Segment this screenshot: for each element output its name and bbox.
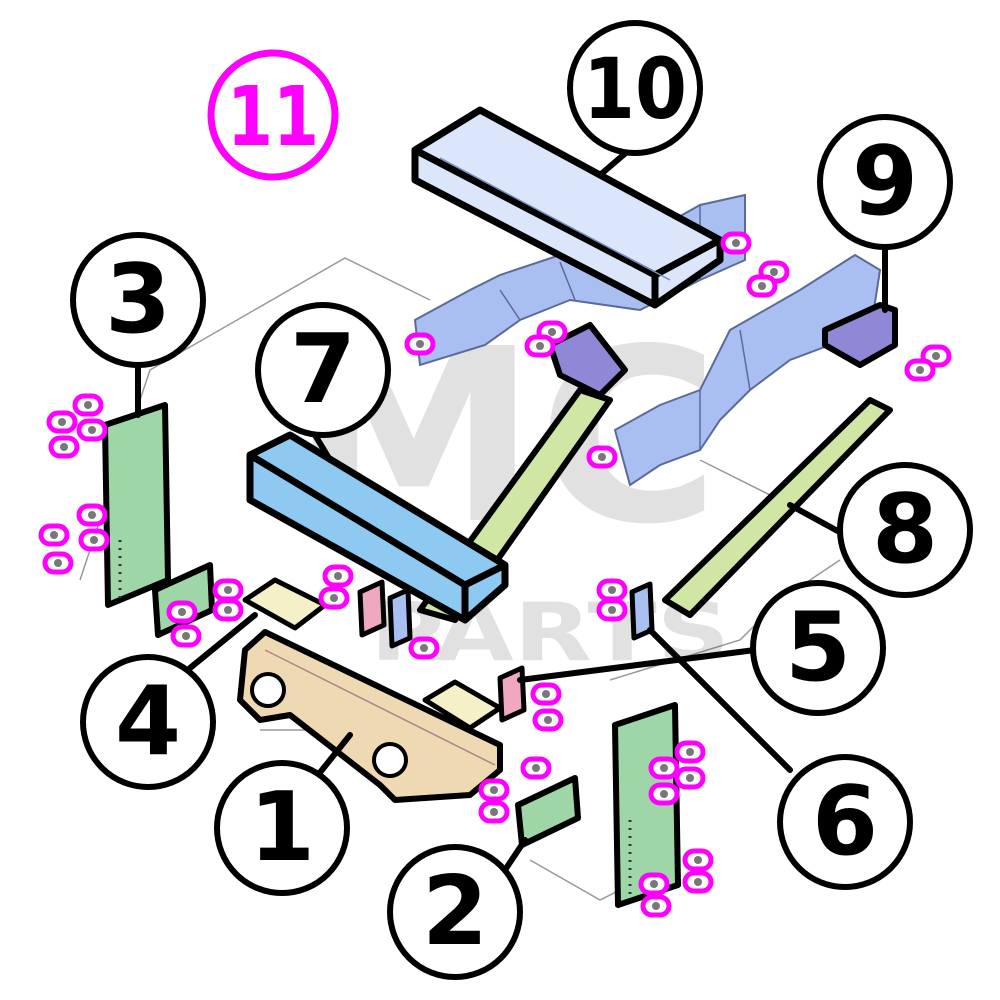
callout-3: 3: [70, 232, 206, 368]
callout-5-label: 5: [785, 593, 851, 703]
main-crossbar: [237, 629, 503, 803]
callout-11: 11: [207, 49, 339, 181]
upper-channel-beam: [411, 106, 724, 309]
angle-bracket-left: [547, 322, 628, 398]
callout-6-label: 6: [812, 767, 878, 877]
callout-7: 7: [255, 302, 391, 438]
callout-3-label: 3: [105, 245, 171, 355]
callout-9-label: 9: [852, 127, 918, 237]
angle-bracket-right: [822, 302, 898, 368]
callout-10: 10: [567, 20, 703, 156]
small-spacer-right: [387, 581, 655, 649]
callout-6: 6: [777, 754, 913, 890]
callout-1-label: 1: [249, 773, 315, 883]
callout-4: 4: [80, 654, 216, 790]
callout-2: 2: [387, 844, 523, 980]
callout-10-label: 10: [583, 40, 687, 138]
tall-plate-left: [102, 402, 171, 608]
callout-9: 9: [817, 114, 953, 250]
callout-8: 8: [837, 462, 973, 598]
channel-beam: [246, 431, 509, 624]
callout-2-label: 2: [422, 857, 488, 967]
pink-spacer: [357, 579, 527, 723]
callout-8-label: 8: [872, 475, 938, 585]
callout-11-label: 11: [227, 70, 319, 165]
callout-4-label: 4: [115, 667, 181, 777]
long-bar-right: [662, 397, 893, 618]
callout-7-label: 7: [290, 315, 356, 425]
small-plate-right: [515, 775, 581, 848]
tall-plate-right: [612, 702, 681, 908]
callout-1: 1: [214, 760, 350, 896]
callout-5: 5: [750, 580, 886, 716]
